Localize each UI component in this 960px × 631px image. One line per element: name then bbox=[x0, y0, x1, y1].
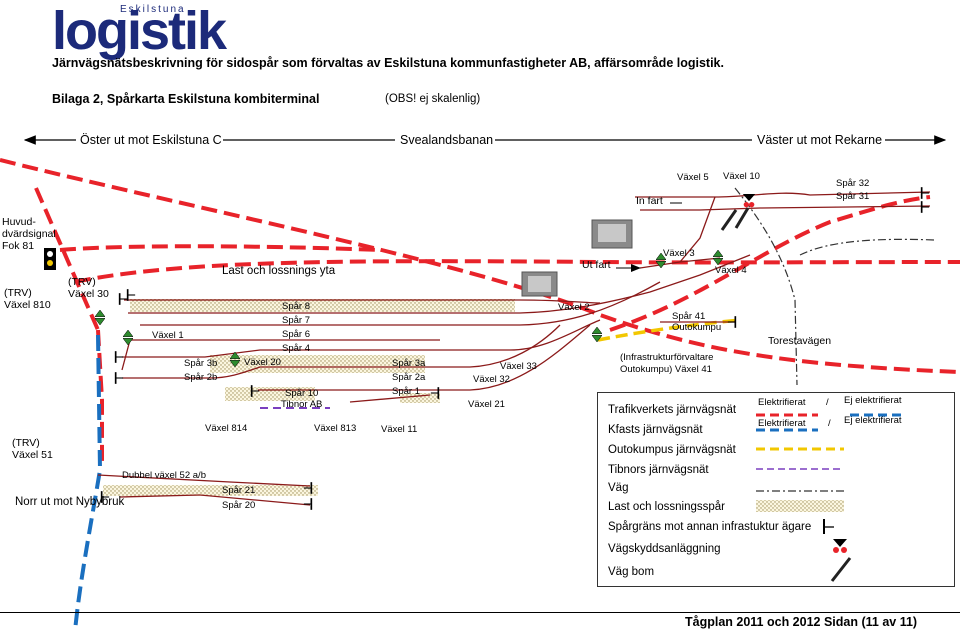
road-name-label: Torestavägen bbox=[768, 335, 832, 347]
legend-item-tibnor: Tibnors järnvägsnät bbox=[608, 464, 709, 476]
document-subtitle: Bilaga 2, Spårkarta Eskilstuna kombiterm… bbox=[52, 92, 320, 106]
track-21-label: Spår 21 bbox=[222, 485, 256, 496]
loading-area-label: Last och lossnings yta bbox=[222, 265, 336, 277]
track-8-label: Spår 8 bbox=[282, 301, 310, 312]
signals bbox=[44, 194, 756, 270]
legend-not-electrified-label-2: Ej elektrifierat bbox=[844, 415, 902, 426]
signal-label: Huvud- dvärdsignal Fok 81 bbox=[2, 216, 56, 252]
switch-10-label: Växel 10 bbox=[723, 171, 760, 182]
switch-2-label: Växel 2 bbox=[558, 302, 590, 313]
legend-item-track-boundary: Spårgräns mot annan infrastuktur ägare bbox=[608, 521, 812, 533]
legend-item-road: Väg bbox=[608, 482, 629, 494]
track-32-label: Spår 32 bbox=[836, 178, 870, 189]
legend-item-road-protection: Vägskyddsanläggning bbox=[608, 543, 721, 555]
switch-33-label: Växel 33 bbox=[500, 361, 537, 372]
legend-item-kfast: Kfasts järnvägsnät bbox=[608, 424, 703, 436]
switch-21-label: Växel 21 bbox=[468, 399, 505, 410]
switch-41-label: (Infrastrukturförvaltare Outokumpu) Växe… bbox=[620, 352, 714, 375]
track-10-label: Spår 10 Tibnor AB bbox=[281, 388, 323, 410]
page-footer: Tågplan 2011 och 2012 Sidan (11 av 11) bbox=[685, 615, 918, 629]
legend-item-road-barrier: Väg bom bbox=[608, 566, 655, 578]
entry-exit-arrows bbox=[616, 202, 682, 272]
trafikverket-line bbox=[0, 158, 960, 465]
trv-vaxel-51-label: (TRV) Växel 51 bbox=[12, 437, 53, 461]
legend-slash-2: / bbox=[828, 418, 831, 429]
footer-divider bbox=[0, 612, 960, 613]
legend-electrified-label: Elektrifierat bbox=[758, 397, 806, 408]
logo-city-text: Eskilstuna bbox=[120, 4, 186, 15]
track-41-label: Spår 41 Outokumpu bbox=[672, 311, 722, 333]
switch-814-label: Växel 814 bbox=[205, 423, 248, 434]
switch-11-label: Växel 11 bbox=[381, 424, 418, 435]
legend-swatches bbox=[756, 413, 902, 582]
legend-item-loading-track: Last och lossningsspår bbox=[608, 501, 725, 513]
track-2a-label: Spår 2a bbox=[392, 372, 426, 383]
scale-note: (OBS! ej skalenlig) bbox=[385, 93, 481, 105]
direction-east-label: Öster ut mot Eskilstuna C bbox=[80, 133, 222, 147]
direction-west-label: Väster ut mot Rekarne bbox=[757, 133, 883, 147]
switch-5-label: Växel 5 bbox=[677, 172, 709, 183]
legend-item-trafikverket: Trafikverkets järnvägsnät bbox=[608, 404, 737, 416]
switch-813-label: Växel 813 bbox=[314, 423, 357, 434]
track-1-label: Spår 1 bbox=[392, 386, 420, 397]
track-4-label: Spår 4 bbox=[282, 343, 310, 354]
legend-item-outokumpu: Outokumpus järnvägsnät bbox=[608, 444, 736, 456]
trv-vaxel-810-label: (TRV) Växel 810 bbox=[4, 287, 51, 311]
track-7-label: Spår 7 bbox=[282, 315, 310, 326]
switch-4-label: Växel 4 bbox=[715, 265, 747, 276]
legend-electrified-label-2: Elektrifierat bbox=[758, 418, 806, 429]
logo: logistik bbox=[52, 1, 227, 61]
track-6-label: Spår 6 bbox=[282, 329, 310, 340]
terminal-tracks bbox=[97, 191, 931, 506]
legend-slash: / bbox=[826, 397, 829, 408]
track-3a-label: Spår 3a bbox=[392, 358, 426, 369]
ut-fart-label: Ut fart bbox=[582, 259, 611, 271]
legend: Elektrifierat / Ej elektrifierat Elektri… bbox=[597, 392, 955, 587]
kfast-line bbox=[73, 334, 103, 631]
track-2b-label: Spår 2b bbox=[184, 372, 218, 383]
direction-north-label: Norr ut mot Nybybruk bbox=[15, 496, 125, 508]
switch-3-label: Växel 3 bbox=[663, 248, 695, 259]
document-title: Järnvägsnätsbeskrivning för sidospår som… bbox=[52, 56, 724, 70]
switch-1-label: Växel 1 bbox=[152, 330, 184, 341]
switch-32-label: Växel 32 bbox=[473, 374, 510, 385]
track-20-label: Spår 20 bbox=[222, 500, 256, 511]
legend-not-electrified-label: Ej elektrifierat bbox=[844, 395, 902, 406]
track-3b-label: Spår 3b bbox=[184, 358, 218, 369]
track-31-label: Spår 31 bbox=[836, 191, 870, 202]
switch-52-label: Dubbel växel 52 a/b bbox=[122, 470, 206, 481]
switch-20-label: Växel 20 bbox=[244, 357, 281, 368]
direction-line-label: Svealandsbanan bbox=[400, 133, 494, 147]
in-fart-label: In fart bbox=[636, 195, 663, 207]
buildings bbox=[521, 219, 633, 297]
trv-vaxel-30-label: (TRV) Växel 30 bbox=[68, 276, 109, 300]
road-line bbox=[734, 187, 936, 386]
